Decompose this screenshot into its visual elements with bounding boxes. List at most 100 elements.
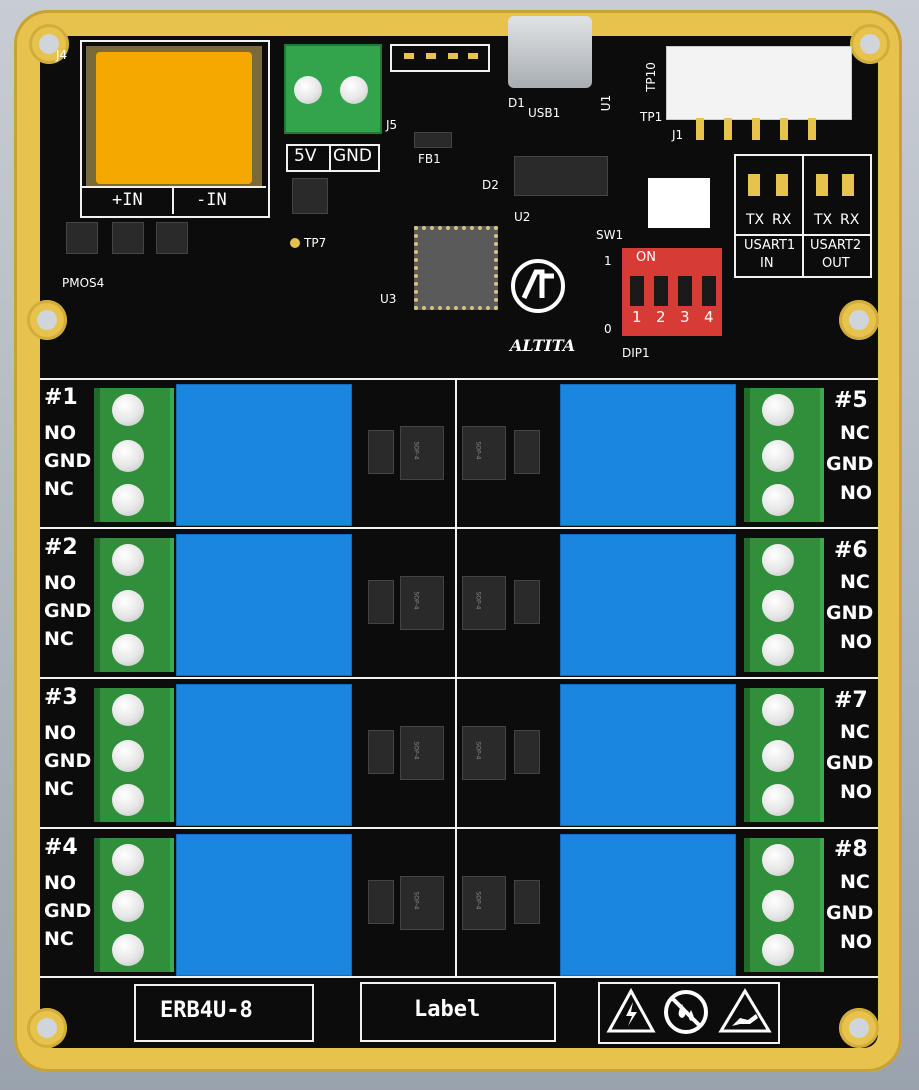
esd-warning-icon [718,988,772,1033]
fb1-ferrite [414,132,452,148]
jumper-pad [776,174,788,196]
pin-pad [780,118,788,140]
power-plus-label: +IN [112,190,143,210]
channel-number: #3 [44,685,78,710]
optocoupler-ic: SOP-4 [462,576,506,630]
mounting-hole [850,24,890,64]
dip-toggle[interactable] [678,276,692,306]
relay [176,684,352,826]
terminal-label: GND [826,752,874,774]
sw1-designator: SW1 [596,228,624,242]
screw-terminal [762,544,794,576]
warning-box [598,982,780,1044]
usb1-designator: USB1 [528,106,561,120]
tp7-designator: TP7 [304,236,327,250]
screw-terminal [762,934,794,966]
terminal-block-1[interactable] [94,388,174,522]
pin-header [390,44,490,72]
screw-terminal [762,890,794,922]
ic-marking: SOP-4 [474,891,482,910]
screw-terminal [762,784,794,816]
screw-terminal [762,394,794,426]
dip-on-label: ON [636,250,656,265]
ic-marking: SOP-4 [474,591,482,610]
relay [560,534,736,676]
j5-designator: J5 [386,118,398,132]
usart1-dir-label: IN [760,256,774,271]
optocoupler-ic: SOP-4 [462,726,506,780]
screw-terminal [112,440,144,472]
pmos4-designator: PMOS4 [62,276,105,290]
diode [514,580,540,624]
section-divider [40,378,878,380]
ic-marking: SOP-4 [474,441,482,460]
pin-pad [808,118,816,140]
relay [560,384,736,526]
screw-terminal [762,740,794,772]
diode [514,880,540,924]
relay [560,684,736,826]
terminal-block-3[interactable] [94,688,174,822]
screw-terminal [762,844,794,876]
dip-toggle[interactable] [654,276,668,306]
pin-pad [426,53,436,59]
usb-c-connector[interactable] [508,16,592,88]
dip-toggle[interactable] [630,276,644,306]
pin-pad [448,53,458,59]
screw-terminal [340,76,368,104]
optocoupler-ic: SOP-4 [400,576,444,630]
usart2-label: USART2 [810,238,862,253]
j1-jst-connector[interactable] [666,46,852,120]
terminal-label: NC [44,628,74,650]
terminal-label: NO [44,872,77,894]
screw-terminal [112,784,144,816]
ic-marking: SOP-4 [412,891,420,910]
d1-designator: D1 [508,96,525,110]
brand-label: ALTITA [510,336,576,355]
diode [368,580,394,624]
label-box [360,982,556,1042]
screw-terminal [112,544,144,576]
terminal-label: NO [840,631,873,653]
terminal-label: GND [44,900,92,922]
power-minus-label: -IN [196,190,227,210]
terminal-block-8[interactable] [744,838,824,972]
terminal-block-5[interactable] [744,388,824,522]
usart1-tx-label: TX [746,212,765,228]
d2-designator: D2 [482,178,499,192]
optocoupler-ic: SOP-4 [400,876,444,930]
usart2-rx-label: RX [840,212,860,228]
relay [176,384,352,526]
ic-marking: SOP-4 [412,591,420,610]
j4-designator: J4 [56,48,68,62]
terminal-label: NC [840,571,870,593]
pmos-chip [156,222,188,254]
terminal-block-2[interactable] [94,538,174,672]
ic-marking: SOP-4 [474,741,482,760]
section-divider [40,976,878,978]
tp10-designator: TP10 [643,62,658,92]
terminal-block-7[interactable] [744,688,824,822]
dip-num-2: 2 [656,308,666,326]
test-point [290,238,300,248]
usart-divider [734,234,870,236]
j4-barrel-connector[interactable] [96,52,252,184]
terminal-label: GND [44,750,92,772]
diode [514,730,540,774]
sw1-button[interactable] [648,178,710,228]
tp7-chip [292,178,328,214]
ic-marking: SOP-4 [412,441,420,460]
screw-terminal [762,484,794,516]
j4-outline [80,40,270,218]
mounting-hole [27,1008,67,1048]
channel-number: #4 [44,835,78,860]
pin-pad [404,53,414,59]
terminal-label: NO [840,482,873,504]
diode [368,880,394,924]
dip-toggle[interactable] [702,276,716,306]
dip-num-4: 4 [704,308,714,326]
terminal-label: NO [840,931,873,953]
optocoupler-ic: SOP-4 [400,426,444,480]
terminal-block-6[interactable] [744,538,824,672]
terminal-block-4[interactable] [94,838,174,972]
